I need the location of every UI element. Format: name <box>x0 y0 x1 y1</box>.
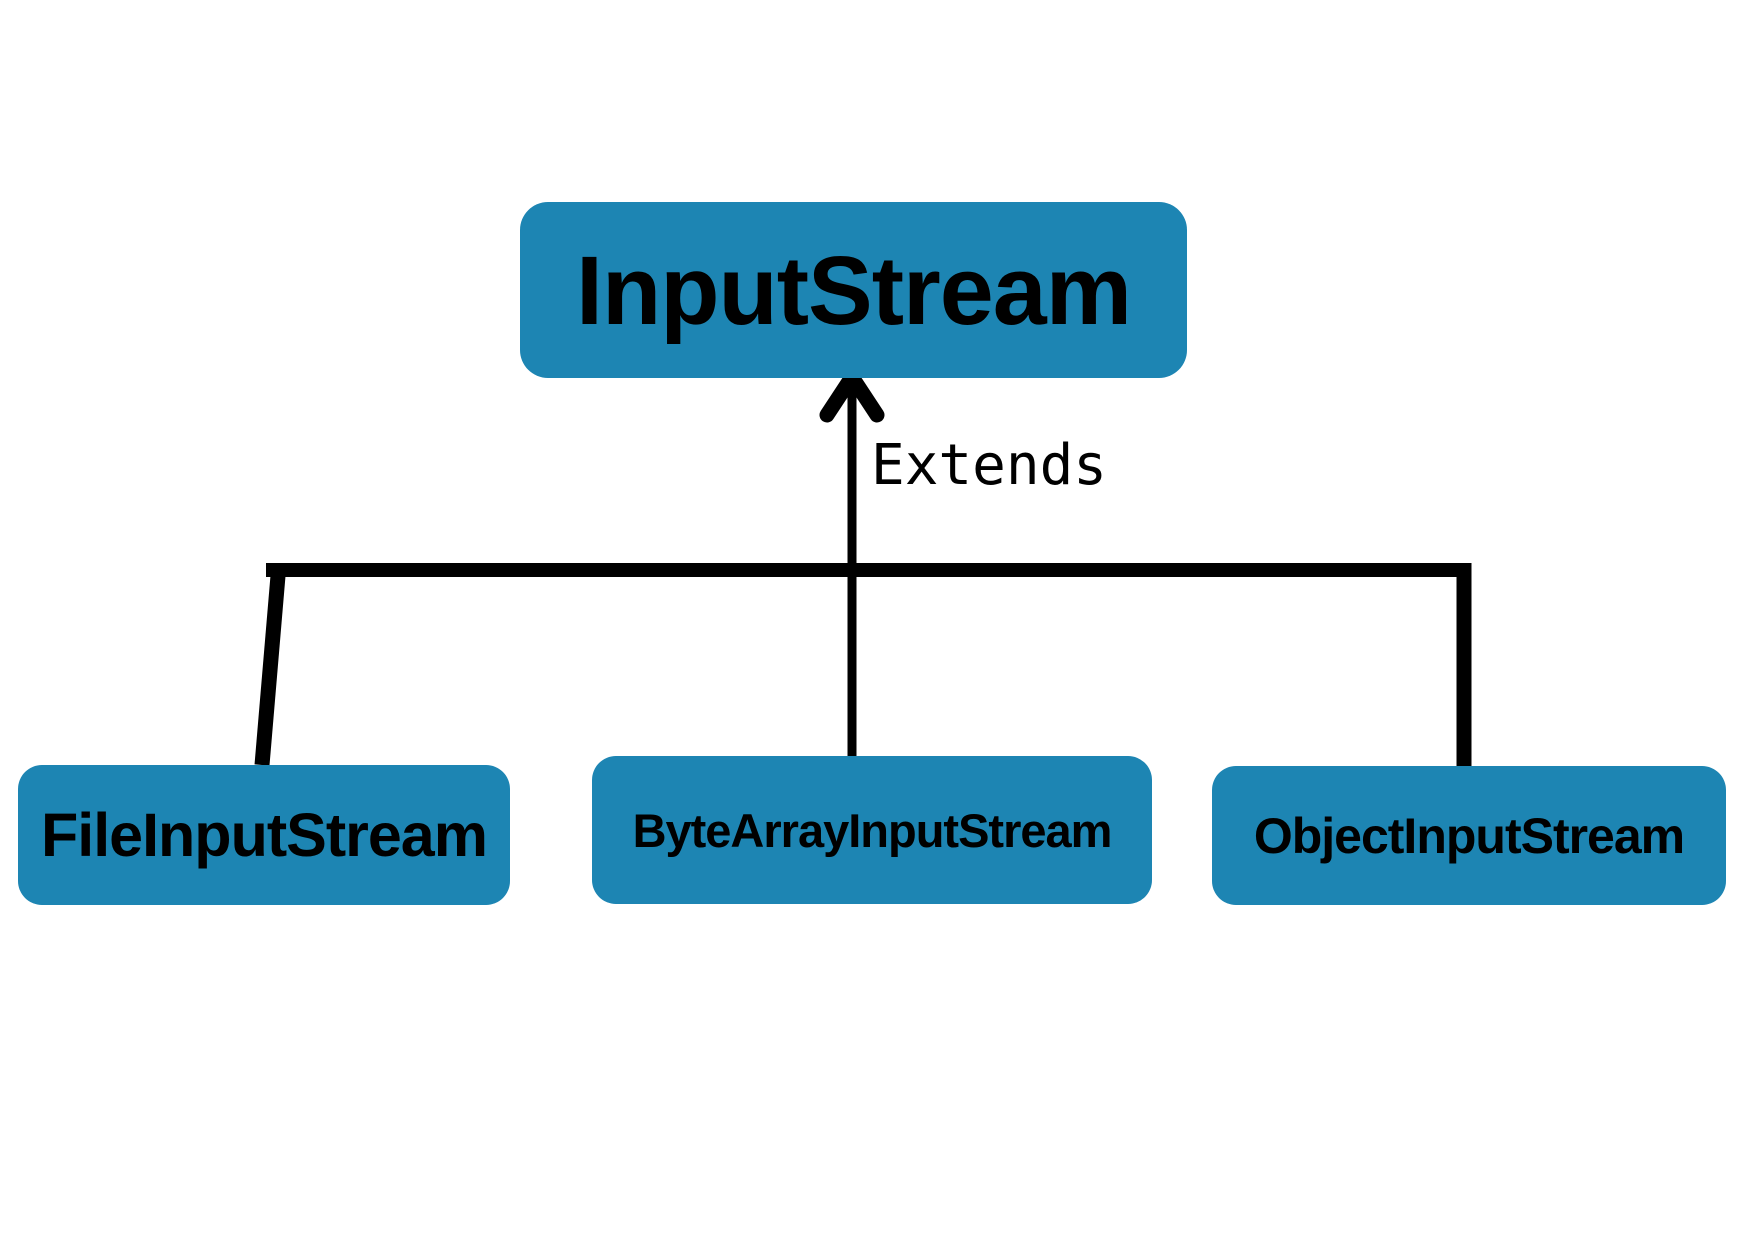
bracket-left-leg <box>254 563 287 766</box>
extends-edge-label: Extends <box>871 433 1108 498</box>
node-bytearrayinputstream-label: ByteArrayInputStream <box>632 803 1113 857</box>
node-fileinputstream-label: FileInputStream <box>41 800 488 869</box>
node-inputstream: InputStream <box>520 202 1187 378</box>
node-fileinputstream: FileInputStream <box>18 765 510 905</box>
node-objectinputstream-label: ObjectInputStream <box>1253 807 1685 864</box>
node-objectinputstream: ObjectInputStream <box>1212 766 1726 905</box>
node-bytearrayinputstream: ByteArrayInputStream <box>592 756 1152 904</box>
node-inputstream-label: InputStream <box>576 235 1132 345</box>
